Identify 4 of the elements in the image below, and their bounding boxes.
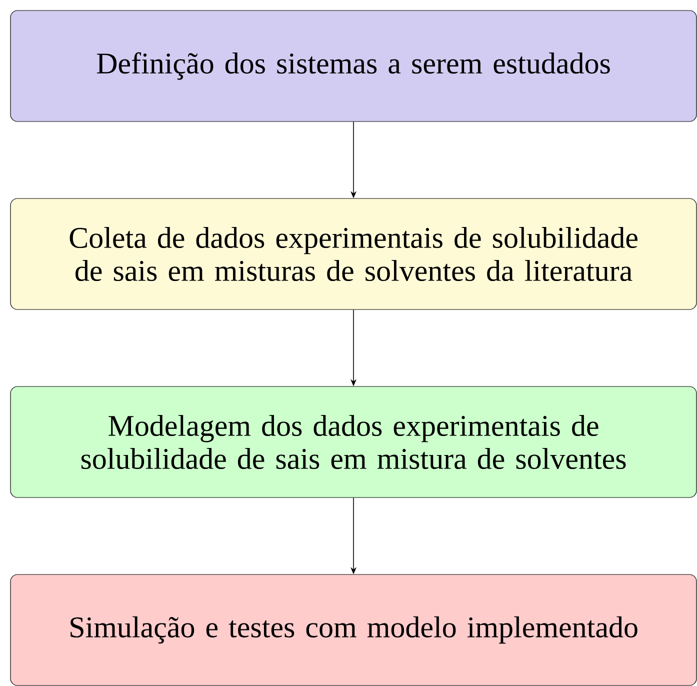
process-box: Definição dos sistemas a serem estudados <box>10 10 697 122</box>
process-box: Simulação e testes com modelo implementado <box>10 574 697 686</box>
process-box: Modelagem dos dados experimentais de solubilidade de sais em mistura de solventes <box>10 386 697 498</box>
process-box: Coleta de dados experimentais de solubilidade de sais em misturas de solventes da literatura <box>10 198 697 310</box>
